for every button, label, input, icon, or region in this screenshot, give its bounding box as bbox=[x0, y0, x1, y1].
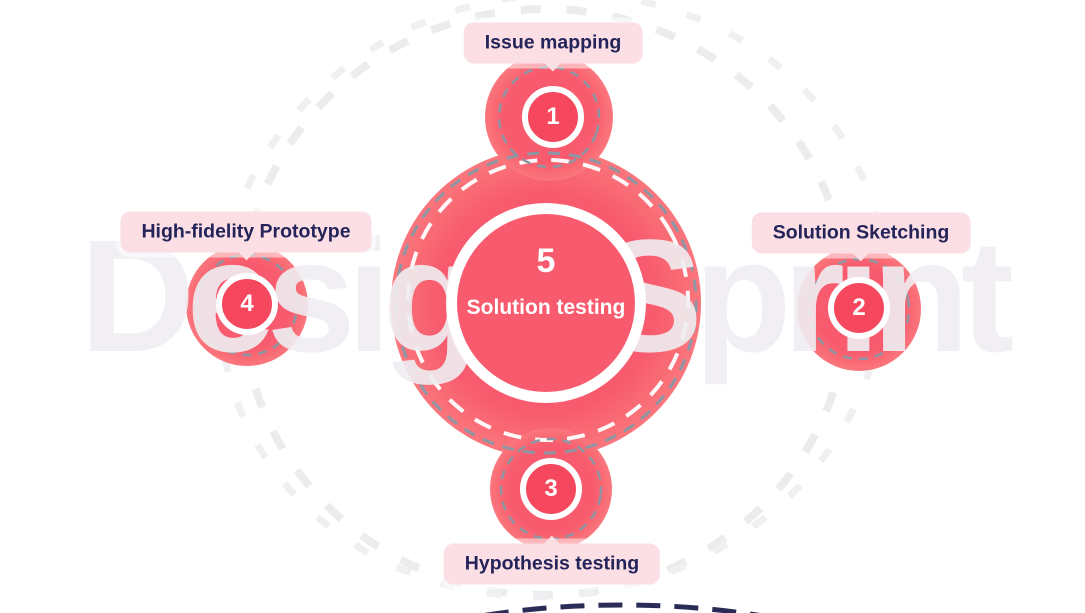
step-1-label-pill: Issue mapping bbox=[463, 22, 643, 72]
step-3-number: 3 bbox=[544, 475, 558, 502]
center-step-label: Solution testing bbox=[466, 296, 626, 319]
step-1-number: 1 bbox=[546, 103, 560, 130]
center-step-number: 5 bbox=[536, 242, 556, 280]
step-2-circle: 2 bbox=[828, 277, 890, 339]
bottom-navy-dashed-arc bbox=[483, 602, 761, 613]
step-3-circle: 3 bbox=[520, 458, 582, 520]
step-2-label: Solution Sketching bbox=[772, 221, 950, 244]
step-4-number: 4 bbox=[240, 290, 254, 317]
step-2-label-pill: Solution Sketching bbox=[751, 212, 971, 262]
center-circle-content: 5 Solution testing bbox=[467, 244, 626, 362]
step-4-circle: 4 bbox=[216, 273, 278, 335]
step-2-number: 2 bbox=[852, 294, 866, 321]
step-3-label: Hypothesis testing bbox=[464, 552, 640, 575]
step-1-circle: 1 bbox=[522, 86, 584, 148]
center-circle: 5 Solution testing bbox=[446, 203, 646, 403]
step-3-label-pill: Hypothesis testing bbox=[443, 535, 661, 585]
step-4-label-pill: High-fidelity Prototype bbox=[120, 211, 372, 261]
step-1-label: Issue mapping bbox=[484, 31, 622, 54]
